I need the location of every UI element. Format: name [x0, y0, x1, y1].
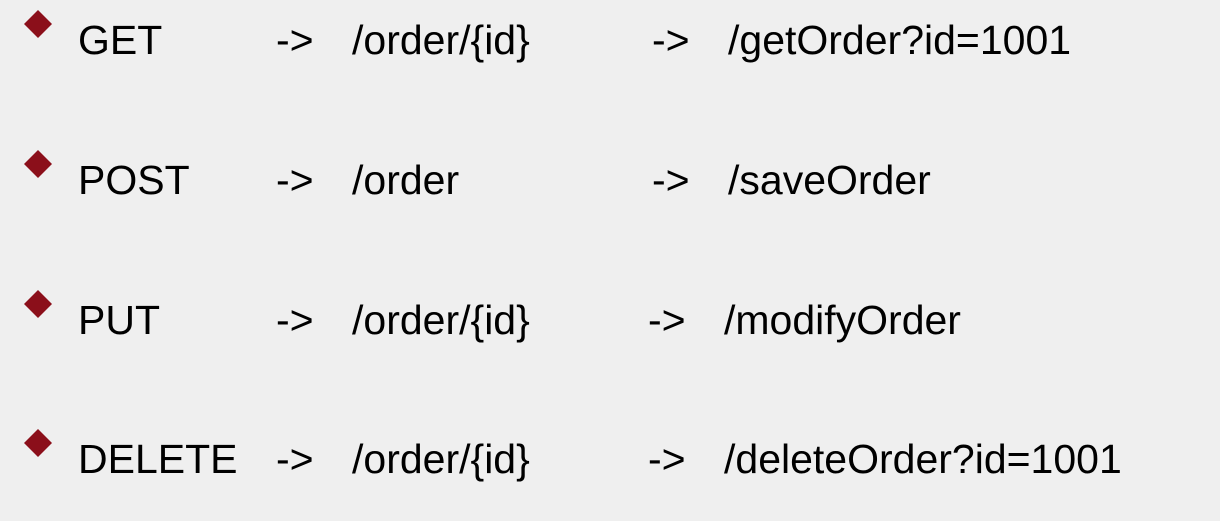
http-method: POST — [78, 157, 190, 203]
legacy-path: /saveOrder — [728, 157, 931, 203]
http-method: PUT — [78, 297, 160, 343]
restful-path: /order/{id} — [352, 297, 530, 343]
mapping-row-post: POST -> /order -> /saveOrder — [0, 150, 1220, 210]
arrow-to-restful-path: -> — [276, 297, 314, 343]
http-method: DELETE — [78, 436, 238, 482]
legacy-path: /getOrder?id=1001 — [728, 17, 1072, 63]
diamond-bullet-icon — [24, 10, 52, 38]
arrow-to-legacy-path: -> — [648, 436, 686, 482]
restful-path: /order — [352, 157, 460, 203]
restful-path: /order/{id} — [352, 436, 530, 482]
arrow-to-legacy-path: -> — [648, 297, 686, 343]
diamond-bullet-icon — [24, 429, 52, 457]
diamond-bullet-icon — [24, 290, 52, 318]
diamond-bullet-icon — [24, 150, 52, 178]
arrow-to-legacy-path: -> — [652, 17, 690, 63]
mapping-row-delete: DELETE -> /order/{id} -> /deleteOrder?id… — [0, 429, 1220, 489]
arrow-to-restful-path: -> — [276, 157, 314, 203]
legacy-path: /modifyOrder — [724, 297, 961, 343]
mapping-row-put: PUT -> /order/{id} -> /modifyOrder — [0, 290, 1220, 350]
arrow-to-restful-path: -> — [276, 436, 314, 482]
arrow-to-legacy-path: -> — [652, 157, 690, 203]
arrow-to-restful-path: -> — [276, 17, 314, 63]
mapping-row-get: GET -> /order/{id} -> /getOrder?id=1001 — [0, 10, 1220, 70]
http-method: GET — [78, 17, 163, 63]
legacy-path: /deleteOrder?id=1001 — [724, 436, 1122, 482]
restful-path: /order/{id} — [352, 17, 530, 63]
